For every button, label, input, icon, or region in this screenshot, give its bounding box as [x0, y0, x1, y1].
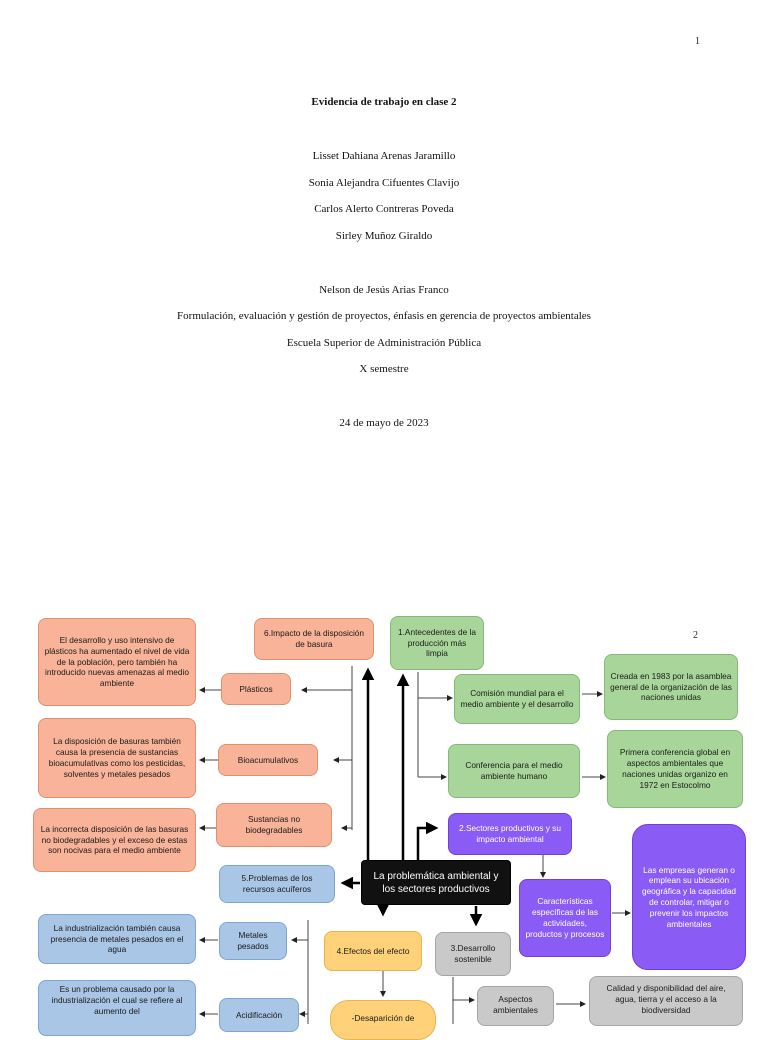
author-1: Lisset Dahiana Arenas Jaramillo: [312, 150, 456, 162]
node-desaparicion: -Desaparición de: [330, 1000, 436, 1040]
node-caracteristicas: Características específicas de las activ…: [519, 879, 611, 957]
course: Formulación, evaluación y gestión de pro…: [177, 310, 591, 322]
concept-map-page: 2: [0, 602, 768, 1040]
node-no-biodegradables-detail: La incorrecta disposición de las basuras…: [33, 808, 196, 872]
node-metales-pesados: Metales pesados: [219, 922, 287, 960]
professor: Nelson de Jesús Arias Franco: [319, 284, 449, 296]
node-1-antecedentes: 1.Antecedentes de la producción más limp…: [390, 616, 484, 670]
node-acidificacion: Acidificación: [219, 998, 299, 1032]
node-conferencia: Conferencia para el medio ambiente human…: [448, 744, 580, 798]
node-metales-detail: La industrialización también causa prese…: [38, 914, 196, 964]
node-plasticos: Plásticos: [221, 673, 291, 705]
node-empresas-detail: Las empresas generan o emplean su ubicac…: [632, 824, 746, 970]
node-conferencia-detail: Primera conferencia global en aspectos a…: [607, 730, 743, 808]
node-bioacumulativos-detail: La disposición de basuras también causa …: [38, 718, 196, 798]
document-title: Evidencia de trabajo en clase 2: [311, 96, 457, 108]
node-no-biodegradables: Sustancias no biodegradables: [216, 803, 332, 847]
node-comision-detail: Creada en 1983 por la asamblea general d…: [604, 654, 738, 720]
node-bioacumulativos: Bioacumulativos: [218, 744, 318, 776]
node-5-recursos-acuiferos: 5.Problemas de los recursos acuíferos: [219, 865, 335, 903]
page-number: 1: [695, 36, 700, 47]
author-2: Sonia Alejandra Cifuentes Clavijo: [308, 177, 460, 189]
node-2-sectores-productivos: 2.Sectores productivos y su impacto ambi…: [448, 813, 572, 855]
school: Escuela Superior de Administración Públi…: [286, 337, 482, 349]
node-acidificacion-detail: Es un problema causado por la industrial…: [38, 980, 196, 1036]
node-3-desarrollo-sostenible: 3.Desarrollo sostenible: [435, 932, 511, 976]
node-6-impacto-basura: 6.Impacto de la disposición de basura: [254, 618, 374, 660]
date: 24 de mayo de 2023: [339, 417, 429, 429]
title-page: 1 Evidencia de trabajo en clase 2 Lisset…: [177, 36, 700, 429]
page-number: 2: [693, 630, 698, 641]
node-aspectos-ambientales: Aspectos ambientales: [477, 986, 554, 1026]
node-4-efectos: 4.Efectos del efecto: [324, 931, 422, 971]
semester: X semestre: [359, 363, 409, 375]
connector-lines: [199, 666, 631, 1024]
node-aspectos-detail: Calidad y disponibilidad del aire, agua,…: [589, 976, 743, 1026]
node-central: La problemática ambiental y los sectores…: [361, 860, 511, 905]
node-comision-mundial: Comisión mundial para el medio ambiente …: [454, 674, 580, 724]
author-4: Sirley Muñoz Giraldo: [335, 230, 433, 242]
node-plasticos-detail: El desarrollo y uso intensivo de plástic…: [38, 618, 196, 706]
author-3: Carlos Alerto Contreras Poveda: [314, 203, 454, 215]
